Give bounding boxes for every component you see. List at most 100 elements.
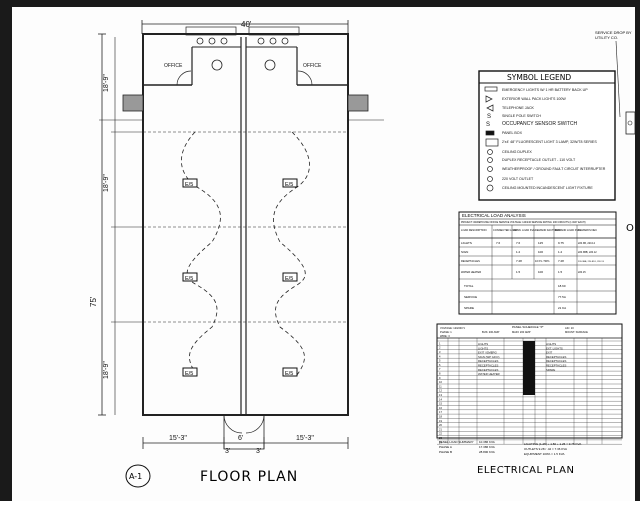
legend-item-occupancy: OCCUPANCY SENSOR SWITCH [502,121,577,127]
panel-circuit-number: 6 [439,363,441,367]
bay-depth-dim-2: 18'-9" [103,174,110,192]
panel-circuit-number: 12 [439,389,442,393]
panel-circuit-number: 1 [439,341,441,345]
row-demand: 1.2 [558,250,563,254]
row-conn-kva: 7.28 [516,259,522,263]
service-drop-note-line1: SERVICE DROP BY [595,30,632,35]
circuit-left: RECEPTACLES [478,364,498,368]
row-spare-label: SPARE [464,306,474,310]
row-remarks: 220.3BB, 220.8D1, 220.13 [578,261,605,263]
legend-item-duplex: DUPLEX RECEPTACLE OUTLET - 110 VOLT [502,158,576,162]
symbol-legend: SYMBOL LEGEND S S EMERGENCY LIGHTS W/ 1 … [478,70,616,201]
fixture-tag: E/5 [285,371,293,377]
panel-calc-lighting: LIGHTING (1.25) + 1.50 + 1.25 = 9.75 KVA [524,442,581,446]
row-desc: RECEPTACLES [461,259,480,263]
panel-circuit-number: 20 [439,423,442,427]
panel-circuit-number: 17 [439,410,442,414]
bottom-dim-door-left: 3' [225,448,230,455]
circuit-left: EXIT / EMERG [478,351,497,355]
circuit-right: RECEPTACLES [546,355,566,359]
row-desc: LIGHTS [461,241,472,245]
panel-circuit-number: 8 [439,372,441,376]
sheet-border-right [635,0,640,501]
panel-summary-title: PANEL LOAD SUMMARY [439,440,474,444]
row-remarks: 220.3B, 220.12 [578,242,596,245]
legend-item-gfci: WEATHERPROOF / GROUND FAULT CIRCUIT INTE… [502,167,606,171]
row-service-label: SERVICE [464,295,477,299]
panel-circuit-number: 22 [439,432,442,436]
header-connected: CONNECTED LOAD [493,228,517,232]
panel-circuit-number: 13 [439,393,442,397]
fixture-box [182,272,198,282]
row-factor: 125 [538,241,543,245]
row-total-value: 18.60 [558,284,566,288]
legend-item-ceiling-duplex: CEILING DUPLEX [502,150,532,154]
panel-circuit-number: 15 [439,402,442,406]
circuit-left: WATER HEATER [478,372,500,376]
fixture-box [282,367,298,377]
bottom-dim-right: 15'-3" [296,435,314,442]
floor-plan: 40' [98,20,384,450]
header-demand-kva: DEMAND LOAD KVA [555,228,580,232]
room-label-office-left: OFFICE [164,63,183,69]
row-demand: 7.28 [558,259,564,263]
panel-summary-phase-a: PHASE A [439,445,452,449]
edge-fragment-label: O [626,223,634,234]
header-demand-factor: DEMAND FACTOR % [535,228,561,232]
panel-circuit-number: 16 [439,406,442,410]
sheet-number-circle [125,464,151,488]
row-factor: 100 [538,270,543,274]
panel-aic: AIC: 10 [565,326,574,330]
panel-summary-value: 17.386 KVA [479,445,495,449]
header-remarks: REMARKS NEC [578,228,597,232]
circuit-right: EXT. LIGHTS [546,346,563,350]
fixture-box [282,272,298,282]
load-analysis-table: ELECTRICAL LOAD ANALYSIS PROJECT: WAREHO… [458,211,617,315]
panel-bus-bar [523,341,535,395]
legend-item-emergency-lights: EMERGENCY LIGHTS W/ 1 HR BATTERY BACK UP [502,88,588,92]
panel-circuit-number: 21 [439,427,442,431]
sheet-border-top [0,0,640,7]
row-service-value: 77.5A [558,295,566,299]
row-connected: 7.6 [496,241,501,245]
legend-title: SYMBOL LEGEND [507,73,571,82]
row-conn-kva: 7.6 [516,241,521,245]
fixture-tag: E/5 [185,276,193,282]
panel-phase: PHASE: 1 [440,330,452,334]
panel-calc-equipment: EQUIPMENT 100% = 1.5 KVA [524,452,565,456]
circuit-left: RECEPTACLES [478,368,498,372]
panel-circuit-number: 7 [439,367,441,371]
svg-text:S: S [487,114,491,120]
bottom-dim-center: 6' [238,435,243,442]
panel-wire: WIRE: 3 [440,334,450,338]
circuit-right: LIGHTS [546,342,556,346]
meter-box [625,111,636,135]
panel-circuit-number: 4 [439,354,441,358]
row-total-label: TOTAL [464,284,474,288]
overall-depth-dim: 75' [89,296,98,307]
panel-bus: BUS: 200 AMP [482,330,500,334]
circuit-right: RECEPTACLES [546,364,566,368]
panel-mount: MOUNT: SURFACE [565,330,588,334]
row-spare-value: 21 KA [558,306,566,310]
circuit-left: LIGHTS [478,346,488,350]
legend-item-telephone: TELEPHONE JACK [502,106,535,110]
panel-circuit-number: 18 [439,415,442,419]
bottom-dim-door-right: 3' [256,448,261,455]
electrical-plan-title: ELECTRICAL PLAN [477,465,574,476]
row-factor: 10 KV / 50% [535,259,550,263]
panel-circuit-number: 10 [439,380,442,384]
panel-circuit-number: 2 [439,346,441,350]
sheet-number: A-1 [129,472,142,481]
panel-title: PANEL SCHEDULE "P" [512,325,544,329]
load-analysis-project: PROJECT: WAREHOUSE OFFICE SERVICE VOLTAG… [461,221,586,224]
row-demand: 1.5 [558,270,563,274]
panel-circuit-number: 5 [439,359,441,363]
fixture-tag: E/5 [185,371,193,377]
row-desc: WATER HEATER [461,270,481,274]
row-factor: 100 [538,250,543,254]
row-remarks: 220.3BB, 220.12 [578,251,597,254]
panel-circuit-number: 23 [439,436,442,440]
circuit-left: RECEPTACLES [478,359,498,363]
